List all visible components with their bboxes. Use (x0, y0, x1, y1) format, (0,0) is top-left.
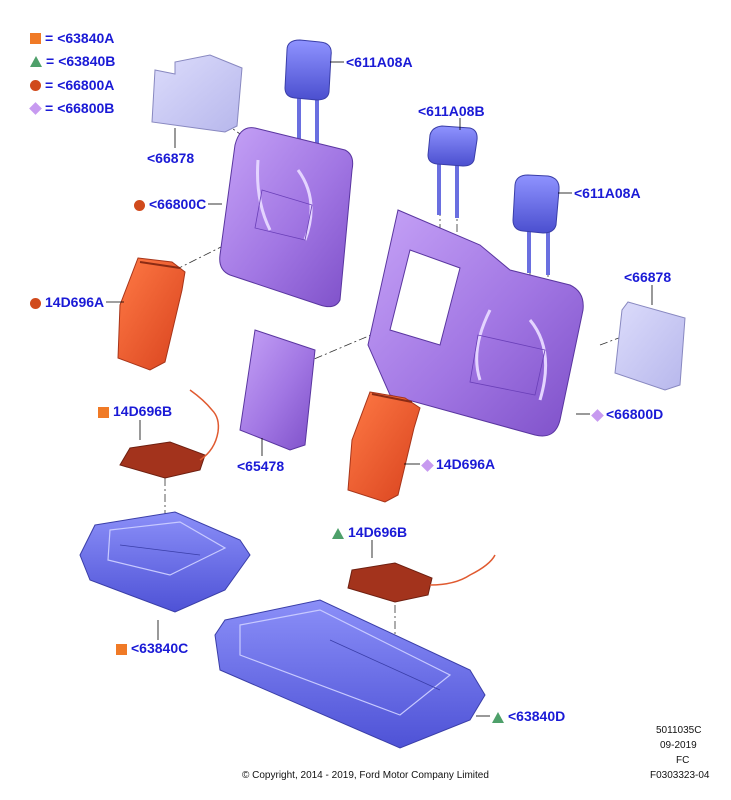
callout-cover-panel[interactable]: <65478 (237, 458, 285, 474)
callout-heater-cushion-left[interactable]: 14D696B (98, 403, 172, 419)
triangle-symbol-icon (492, 711, 504, 723)
callout-text: 14D696A (45, 294, 105, 310)
doc-fc: FC (676, 755, 690, 766)
diamond-symbol-icon (591, 408, 604, 422)
callout-pad-left[interactable]: <66878 (147, 150, 195, 166)
callout-text: <63840D (508, 708, 566, 724)
copyright-notice: © Copyright, 2014 - 2019, Ford Motor Com… (242, 770, 489, 781)
square-symbol-icon (30, 32, 41, 44)
headrest-right (512, 174, 560, 275)
circle-symbol-icon (134, 199, 145, 211)
callout-headrest-middle[interactable]: <611A08B (418, 103, 485, 119)
legend-row-66800a: = <66800A (30, 77, 114, 93)
callout-text: 14D696B (113, 403, 173, 419)
legend-row-63840a: = <63840A (30, 30, 114, 46)
legend-code: <63840A (57, 30, 115, 46)
heater-cushion-right (347, 554, 496, 603)
callout-headrest-left[interactable]: <611A08A (346, 54, 413, 70)
circle-symbol-icon (30, 297, 41, 309)
circle-symbol-icon (30, 79, 41, 91)
headrest-middle (427, 125, 478, 218)
heater-cushion-left (119, 389, 220, 479)
callout-backrest-right[interactable]: <66800D (591, 406, 664, 422)
callout-pad-right[interactable]: <66878 (624, 269, 672, 285)
square-symbol-icon (98, 406, 109, 418)
heater-back-left (117, 257, 186, 371)
diamond-symbol-icon (421, 458, 434, 472)
heater-back-right (347, 391, 421, 503)
cover-panel (239, 329, 316, 451)
cushion-right (214, 599, 486, 749)
square-symbol-icon (116, 643, 127, 655)
callout-heater-back-right[interactable]: 14D696A (421, 456, 496, 472)
callout-cushion-right[interactable]: <63840D (492, 708, 565, 724)
backrest-right (367, 209, 584, 437)
doc-code: 5011035C (656, 725, 702, 736)
triangle-symbol-icon (30, 55, 42, 67)
legend-equals: = (46, 53, 55, 69)
callout-heater-back-left[interactable]: 14D696A (30, 294, 104, 310)
callout-heater-cushion-right[interactable]: 14D696B (332, 524, 407, 540)
headrest-left (284, 39, 332, 152)
callout-text: 14D696A (436, 456, 496, 472)
legend-equals: = (45, 100, 54, 116)
triangle-symbol-icon (332, 527, 344, 539)
legend-code: <63840B (58, 53, 116, 69)
legend-row-66800b: = <66800B (29, 100, 115, 116)
callout-text: <66800D (606, 406, 664, 422)
legend-equals: = (45, 77, 54, 93)
callout-text: <63840C (131, 640, 189, 656)
doc-date: 09-2019 (660, 740, 697, 751)
backrest-left (219, 127, 354, 308)
legend-code: <66800A (57, 77, 115, 93)
cushion-left (79, 511, 251, 613)
pad-right (614, 301, 686, 391)
legend-row-63840b: = <63840B (30, 53, 115, 69)
legend-code: <66800B (57, 100, 115, 116)
diamond-symbol-icon (29, 101, 42, 115)
leader-lines (106, 61, 653, 717)
doc-ref: F0303323-04 (650, 770, 710, 781)
callout-text: 14D696B (348, 524, 408, 540)
callout-backrest-left[interactable]: <66800C (134, 196, 206, 212)
pad-left (151, 54, 243, 133)
callout-text: <66800C (149, 196, 207, 212)
callout-cushion-left[interactable]: <63840C (116, 640, 188, 656)
legend-equals: = (45, 30, 54, 46)
callout-headrest-right[interactable]: <611A08A (574, 185, 641, 201)
